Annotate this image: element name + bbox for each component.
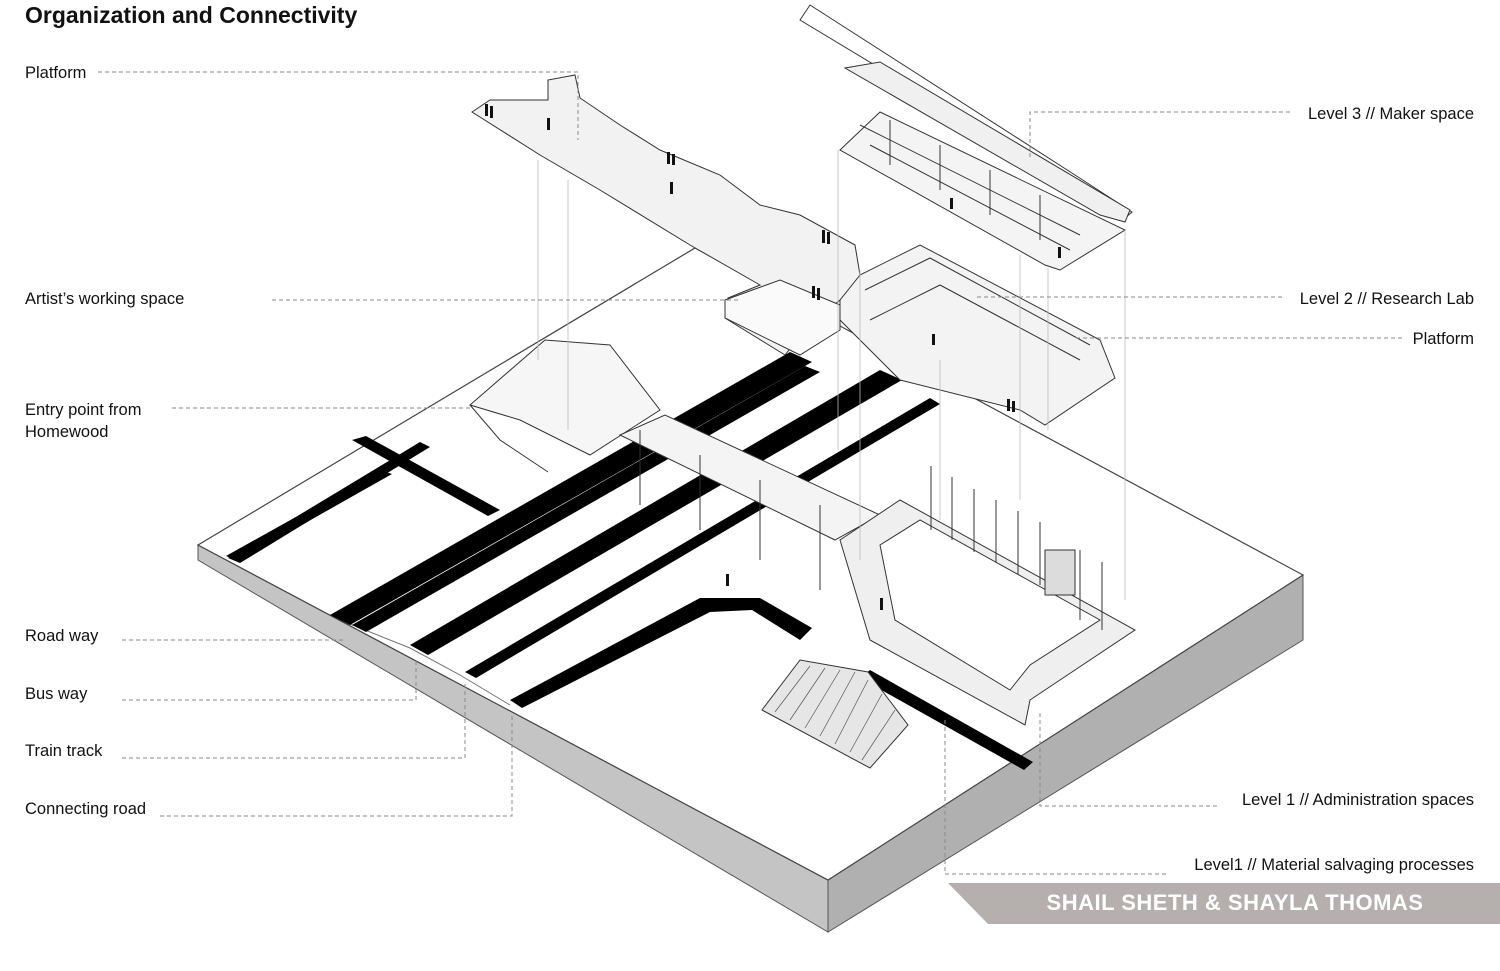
connecting-road [510,598,812,708]
label-bus-way: Bus way [25,685,88,703]
credit-banner-shape [948,883,1500,924]
label-level2: Level 2 // Research Lab [1299,290,1474,308]
level3-building [799,4,1133,271]
side-road-left [226,470,392,561]
leader-level3 [1029,111,1290,160]
slab-top-face [196,247,1305,881]
level3-floor [839,111,1127,271]
platform-walkway [471,74,861,356]
roof-canopy [843,61,1131,223]
label-road-way: Road way [25,627,99,645]
label-platform-right: Platform [1412,330,1474,348]
diagram-title: Organization and Connectivity [25,2,358,28]
label-entry-point-line1: Entry point from [25,401,142,419]
site-slab [196,247,1305,933]
label-platform-left: Platform [25,64,87,82]
entry-pavilion [468,339,661,456]
label-level3: Level 3 // Maker space [1308,105,1474,123]
leader-train-track [122,684,466,759]
leader-bus-way [122,660,417,701]
level2-frame-2 [869,284,1081,361]
side-road-upper [352,436,500,516]
material-shed-roof [761,659,909,769]
upper-platform [471,74,861,356]
tower-volume [1044,549,1076,596]
level1-inner [879,519,1101,691]
artists-space-deck [724,279,841,356]
level3-frame [859,120,1081,251]
entry-stair [469,404,549,473]
bridge-structure [468,339,882,590]
level2-frame [864,257,1091,346]
label-entry-point-line2: Homewood [25,423,109,441]
train-track-2 [465,398,940,678]
people-figures [485,104,1061,610]
road-network [226,352,1033,770]
credit-banner [948,883,1500,924]
explosion-lines [537,150,1126,600]
label-artists-space: Artist’s working space [25,290,185,308]
label-level1-admin: Level 1 // Administration spaces [1241,791,1474,809]
train-track [410,370,902,655]
leader-lines [98,71,1402,875]
leader-level1-material [944,720,1166,875]
label-connecting-road: Connecting road [25,800,147,818]
lower-road [860,670,1033,770]
leader-connecting-road [160,713,513,817]
bus-way [330,352,812,625]
shed-roof-hatching [774,665,896,761]
slab-section-profile [344,621,511,706]
credit-text: SHAIL SHETH & SHAYLA THOMAS [1046,890,1424,915]
label-train-track: Train track [25,742,103,760]
leader-platform-left [98,71,579,140]
label-level1-material: Level1 // Material salvaging processes [1194,856,1474,874]
level1-building [761,466,1136,769]
leader-level1-admin [1039,710,1217,807]
